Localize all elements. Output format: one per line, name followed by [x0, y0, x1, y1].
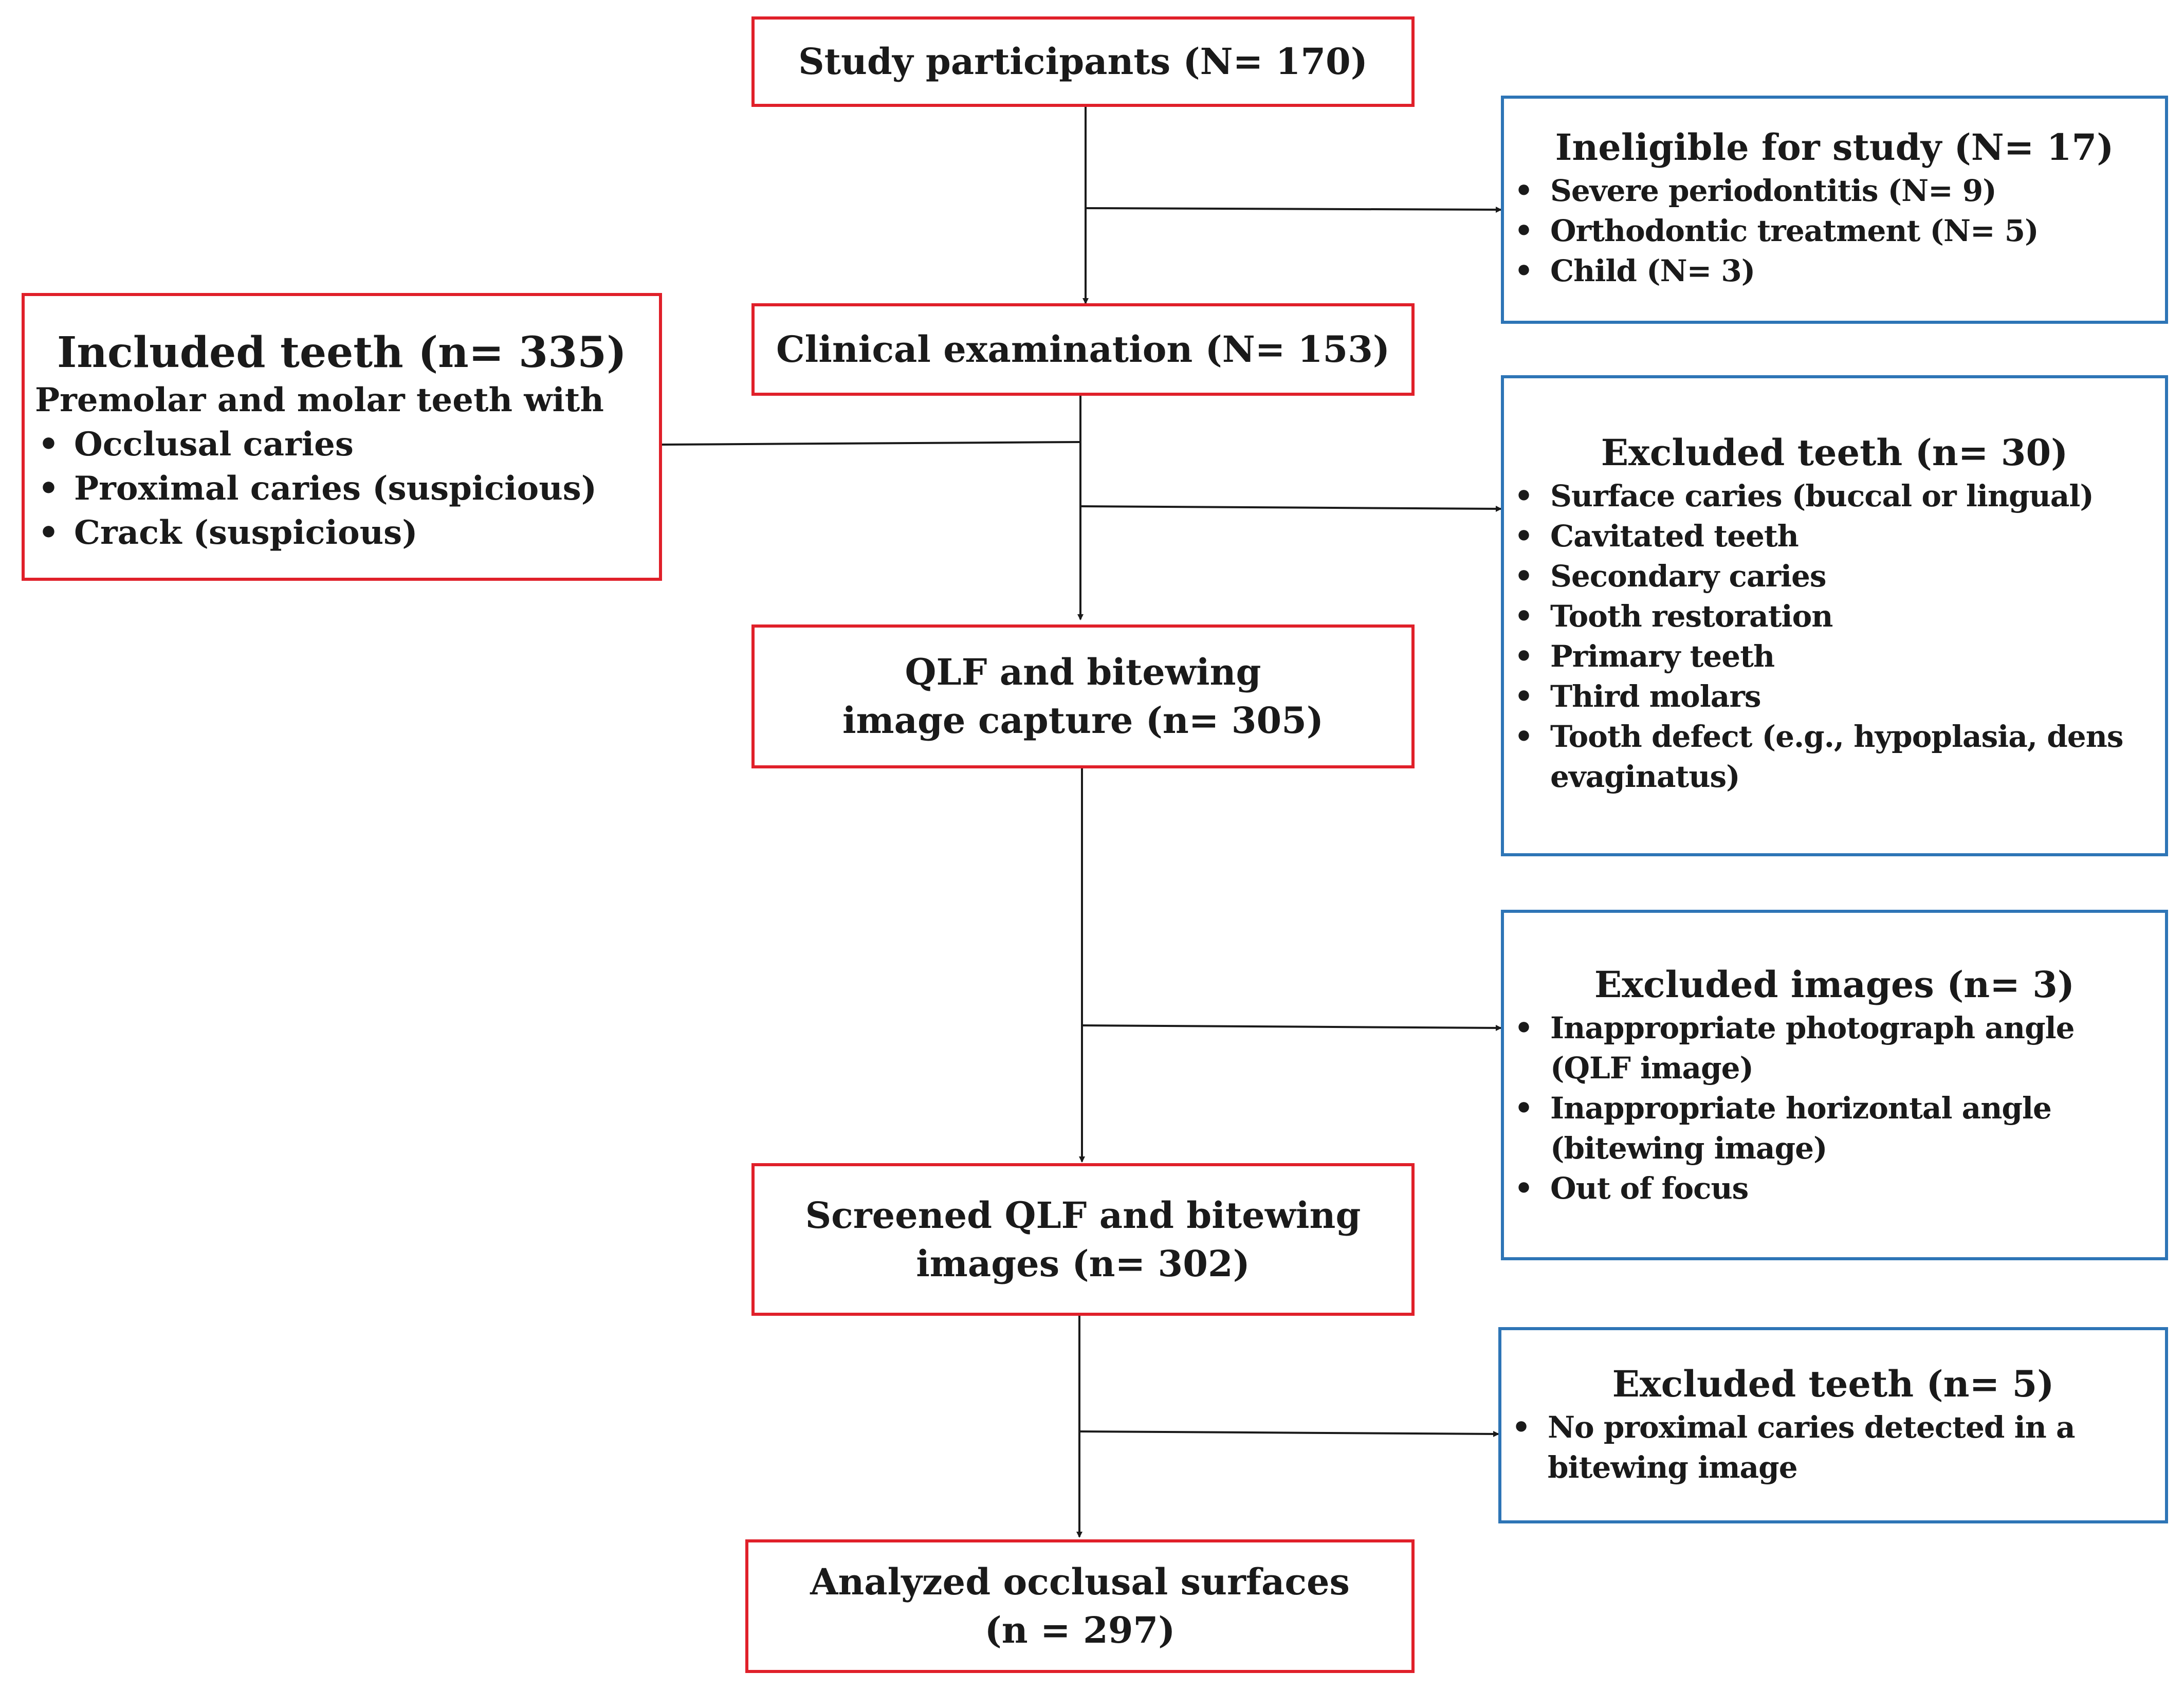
list-item: Proximal caries (suspicious): [38, 467, 654, 511]
ineligible-list: Severe periodontitis (N= 9) Orthodontic …: [1504, 171, 2165, 291]
image-capture-line-2: image capture (n= 305): [842, 699, 1324, 742]
list-item: Inappropriate horizontal angle (bitewing…: [1514, 1088, 2160, 1168]
list-item: Third molars: [1514, 676, 2160, 716]
box-analyzed-surfaces: Analyzed occlusal surfaces (n = 297): [745, 1539, 1415, 1673]
list-item: Cavitated teeth: [1514, 516, 2160, 556]
list-item: Severe periodontitis (N= 9): [1514, 171, 2160, 211]
list-item: Occlusal caries: [38, 422, 654, 467]
box-excluded-images: Excluded images (n= 3) Inappropriate pho…: [1501, 910, 2168, 1260]
box-ineligible: Ineligible for study (N= 17) Severe peri…: [1501, 96, 2168, 324]
list-item: Tooth restoration: [1514, 596, 2160, 636]
analyzed-surfaces-line-2: (n = 297): [984, 1609, 1176, 1651]
box-study-participants: Study participants (N= 170): [751, 16, 1415, 107]
included-teeth-title: Included teeth (n= 335): [57, 328, 627, 377]
included-teeth-subtitle: Premolar and molar teeth with: [35, 381, 604, 419]
ineligible-title: Ineligible for study (N= 17): [1555, 126, 2114, 169]
list-item: Primary teeth: [1514, 636, 2160, 676]
box-clinical-examination: Clinical examination (N= 153): [751, 303, 1415, 396]
line-included-to-main: [662, 441, 1081, 446]
study-participants-label: Study participants (N= 170): [798, 40, 1368, 83]
list-item: Surface caries (buccal or lingual): [1514, 476, 2160, 516]
box-excluded-teeth-30: Excluded teeth (n= 30) Surface caries (b…: [1501, 375, 2168, 856]
box-screened-images: Screened QLF and bitewing images (n= 302…: [751, 1163, 1415, 1316]
list-item: Crack (suspicious): [38, 511, 654, 555]
clinical-examination-label: Clinical examination (N= 153): [776, 328, 1390, 371]
box-included-teeth: Included teeth (n= 335) Premolar and mol…: [22, 293, 662, 581]
excluded-images-list: Inappropriate photograph angle (QLF imag…: [1504, 1008, 2165, 1208]
included-teeth-list: Occlusal caries Proximal caries (suspici…: [25, 422, 659, 555]
box-excluded-teeth-5: Excluded teeth (n= 5) No proximal caries…: [1498, 1327, 2168, 1523]
arrow-to-excluded-images: [1081, 1024, 1502, 1031]
excluded-teeth-30-title: Excluded teeth (n= 30): [1601, 431, 2068, 474]
screened-images-line-2: images (n= 302): [916, 1242, 1250, 1285]
excluded-teeth-5-title: Excluded teeth (n= 5): [1612, 1363, 2054, 1405]
excluded-images-title: Excluded images (n= 3): [1594, 963, 2075, 1006]
arrow-to-excluded-teeth-5: [1079, 1430, 1499, 1437]
list-item: Out of focus: [1514, 1168, 2160, 1208]
list-item: Orthodontic treatment (N= 5): [1514, 211, 2160, 251]
excluded-teeth-30-list: Surface caries (buccal or lingual) Cavit…: [1504, 476, 2165, 797]
screened-images-line-1: Screened QLF and bitewing: [805, 1193, 1361, 1237]
arrow-to-ineligible: [1085, 206, 1502, 213]
analyzed-surfaces-line-1: Analyzed occlusal surfaces: [810, 1560, 1350, 1603]
list-item: Secondary caries: [1514, 556, 2160, 596]
list-item: Inappropriate photograph angle (QLF imag…: [1514, 1008, 2160, 1088]
box-image-capture: QLF and bitewing image capture (n= 305): [751, 624, 1415, 768]
list-item: Child (N= 3): [1514, 251, 2160, 291]
excluded-teeth-5-list: No proximal caries detected in a bitewin…: [1501, 1407, 2165, 1487]
list-item: Tooth defect (e.g., hypoplasia, dens eva…: [1514, 716, 2160, 797]
arrow-to-excluded-teeth-30: [1080, 505, 1502, 512]
list-item: No proximal caries detected in a bitewin…: [1512, 1407, 2160, 1487]
image-capture-line-1: QLF and bitewing: [905, 651, 1261, 693]
